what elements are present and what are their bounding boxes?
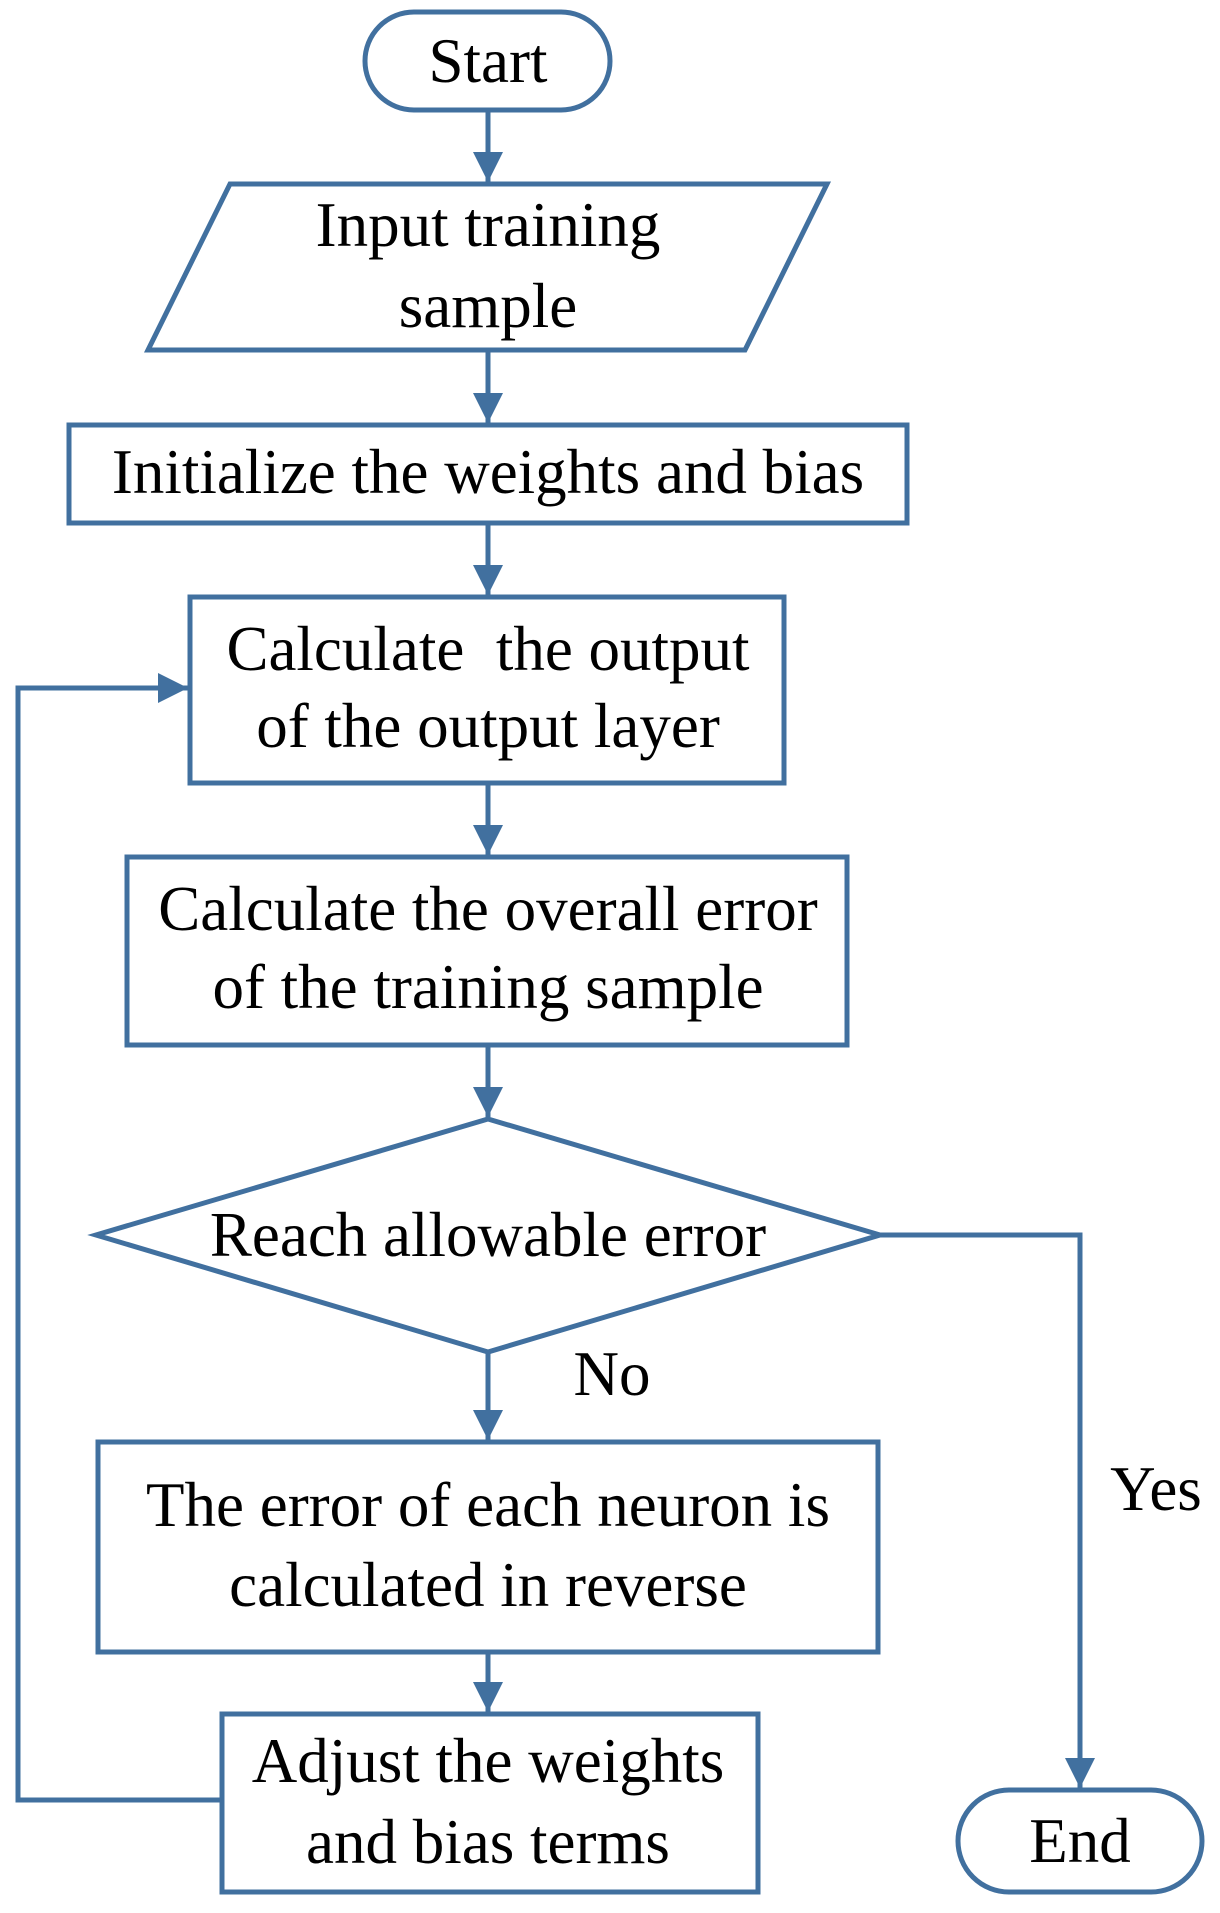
arrow-decision-yes — [880, 1232, 1095, 1788]
calc-output-node: Calculate the output of the output layer — [187, 594, 787, 786]
adjust-label-line1: Adjust the weights — [252, 1726, 724, 1796]
reverse-label-line2: calculated in reverse — [229, 1550, 747, 1620]
decision-node: Reach allowable error — [87, 1116, 889, 1355]
calc-error-label-line2: of the training sample — [212, 952, 763, 1022]
input-label-line2: sample — [399, 271, 577, 341]
calc-output-label-line2: of the output layer — [256, 691, 720, 761]
yes-branch-label: Yes — [1110, 1454, 1202, 1524]
arrow-loop-back — [15, 673, 222, 1803]
calc-output-label-line1: Calculate the output — [226, 614, 750, 684]
reverse-node: The error of each neuron is calculated i… — [95, 1439, 881, 1655]
reverse-label-line1: The error of each neuron is — [146, 1470, 830, 1540]
adjust-label-line2: and bias terms — [306, 1807, 670, 1877]
calc-error-label-line1: Calculate the overall error — [158, 874, 817, 944]
end-label: End — [1029, 1806, 1130, 1876]
decision-label: Reach allowable error — [210, 1200, 766, 1270]
end-node: End — [955, 1787, 1205, 1895]
input-label-line1: Input training — [316, 190, 661, 260]
init-node: Initialize the weights and bias — [66, 422, 910, 526]
start-label: Start — [429, 26, 548, 96]
init-label: Initialize the weights and bias — [112, 437, 864, 507]
adjust-node: Adjust the weights and bias terms — [219, 1711, 761, 1895]
start-node: Start — [362, 9, 613, 113]
input-node: Input training sample — [143, 181, 832, 353]
no-branch-label: No — [574, 1339, 651, 1409]
connectors — [15, 112, 1095, 1803]
calc-error-node: Calculate the overall error of the train… — [124, 854, 850, 1048]
